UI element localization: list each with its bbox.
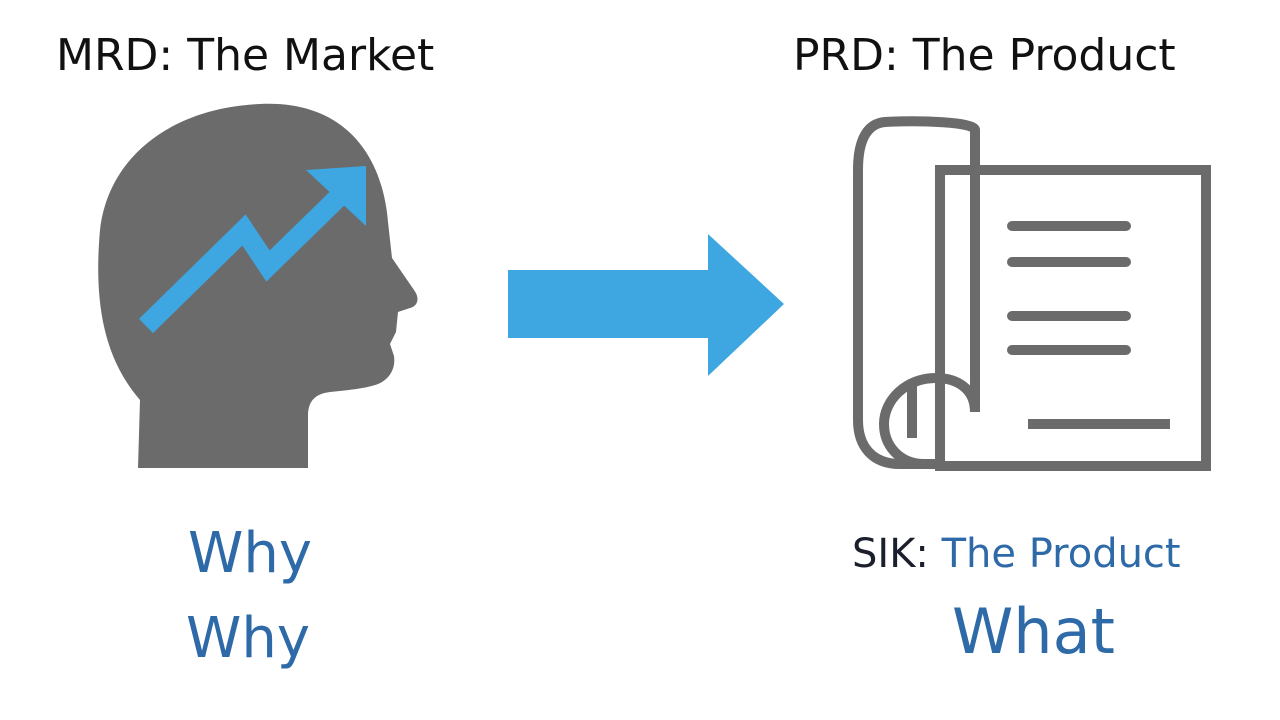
head-growth-arrow-icon [98,103,418,468]
sik-rest: The Product [928,531,1181,577]
what-label: What [952,595,1115,668]
document-scroll-icon [853,116,1211,471]
sik-subtitle: SIK: The Product [852,530,1181,578]
why-label-1: Why [188,521,313,586]
scroll-curl [878,372,980,469]
trend-line [139,176,359,334]
mrd-title: MRD: The Market [56,30,435,81]
why-label-2: Why [186,606,311,671]
scroll-roll [853,116,980,469]
document-page [935,165,1211,471]
sik-prefix: SIK: [852,531,929,577]
trend-arrowhead [306,166,366,226]
prd-title: PRD: The Product [793,30,1176,81]
right-arrow-icon [508,234,784,376]
